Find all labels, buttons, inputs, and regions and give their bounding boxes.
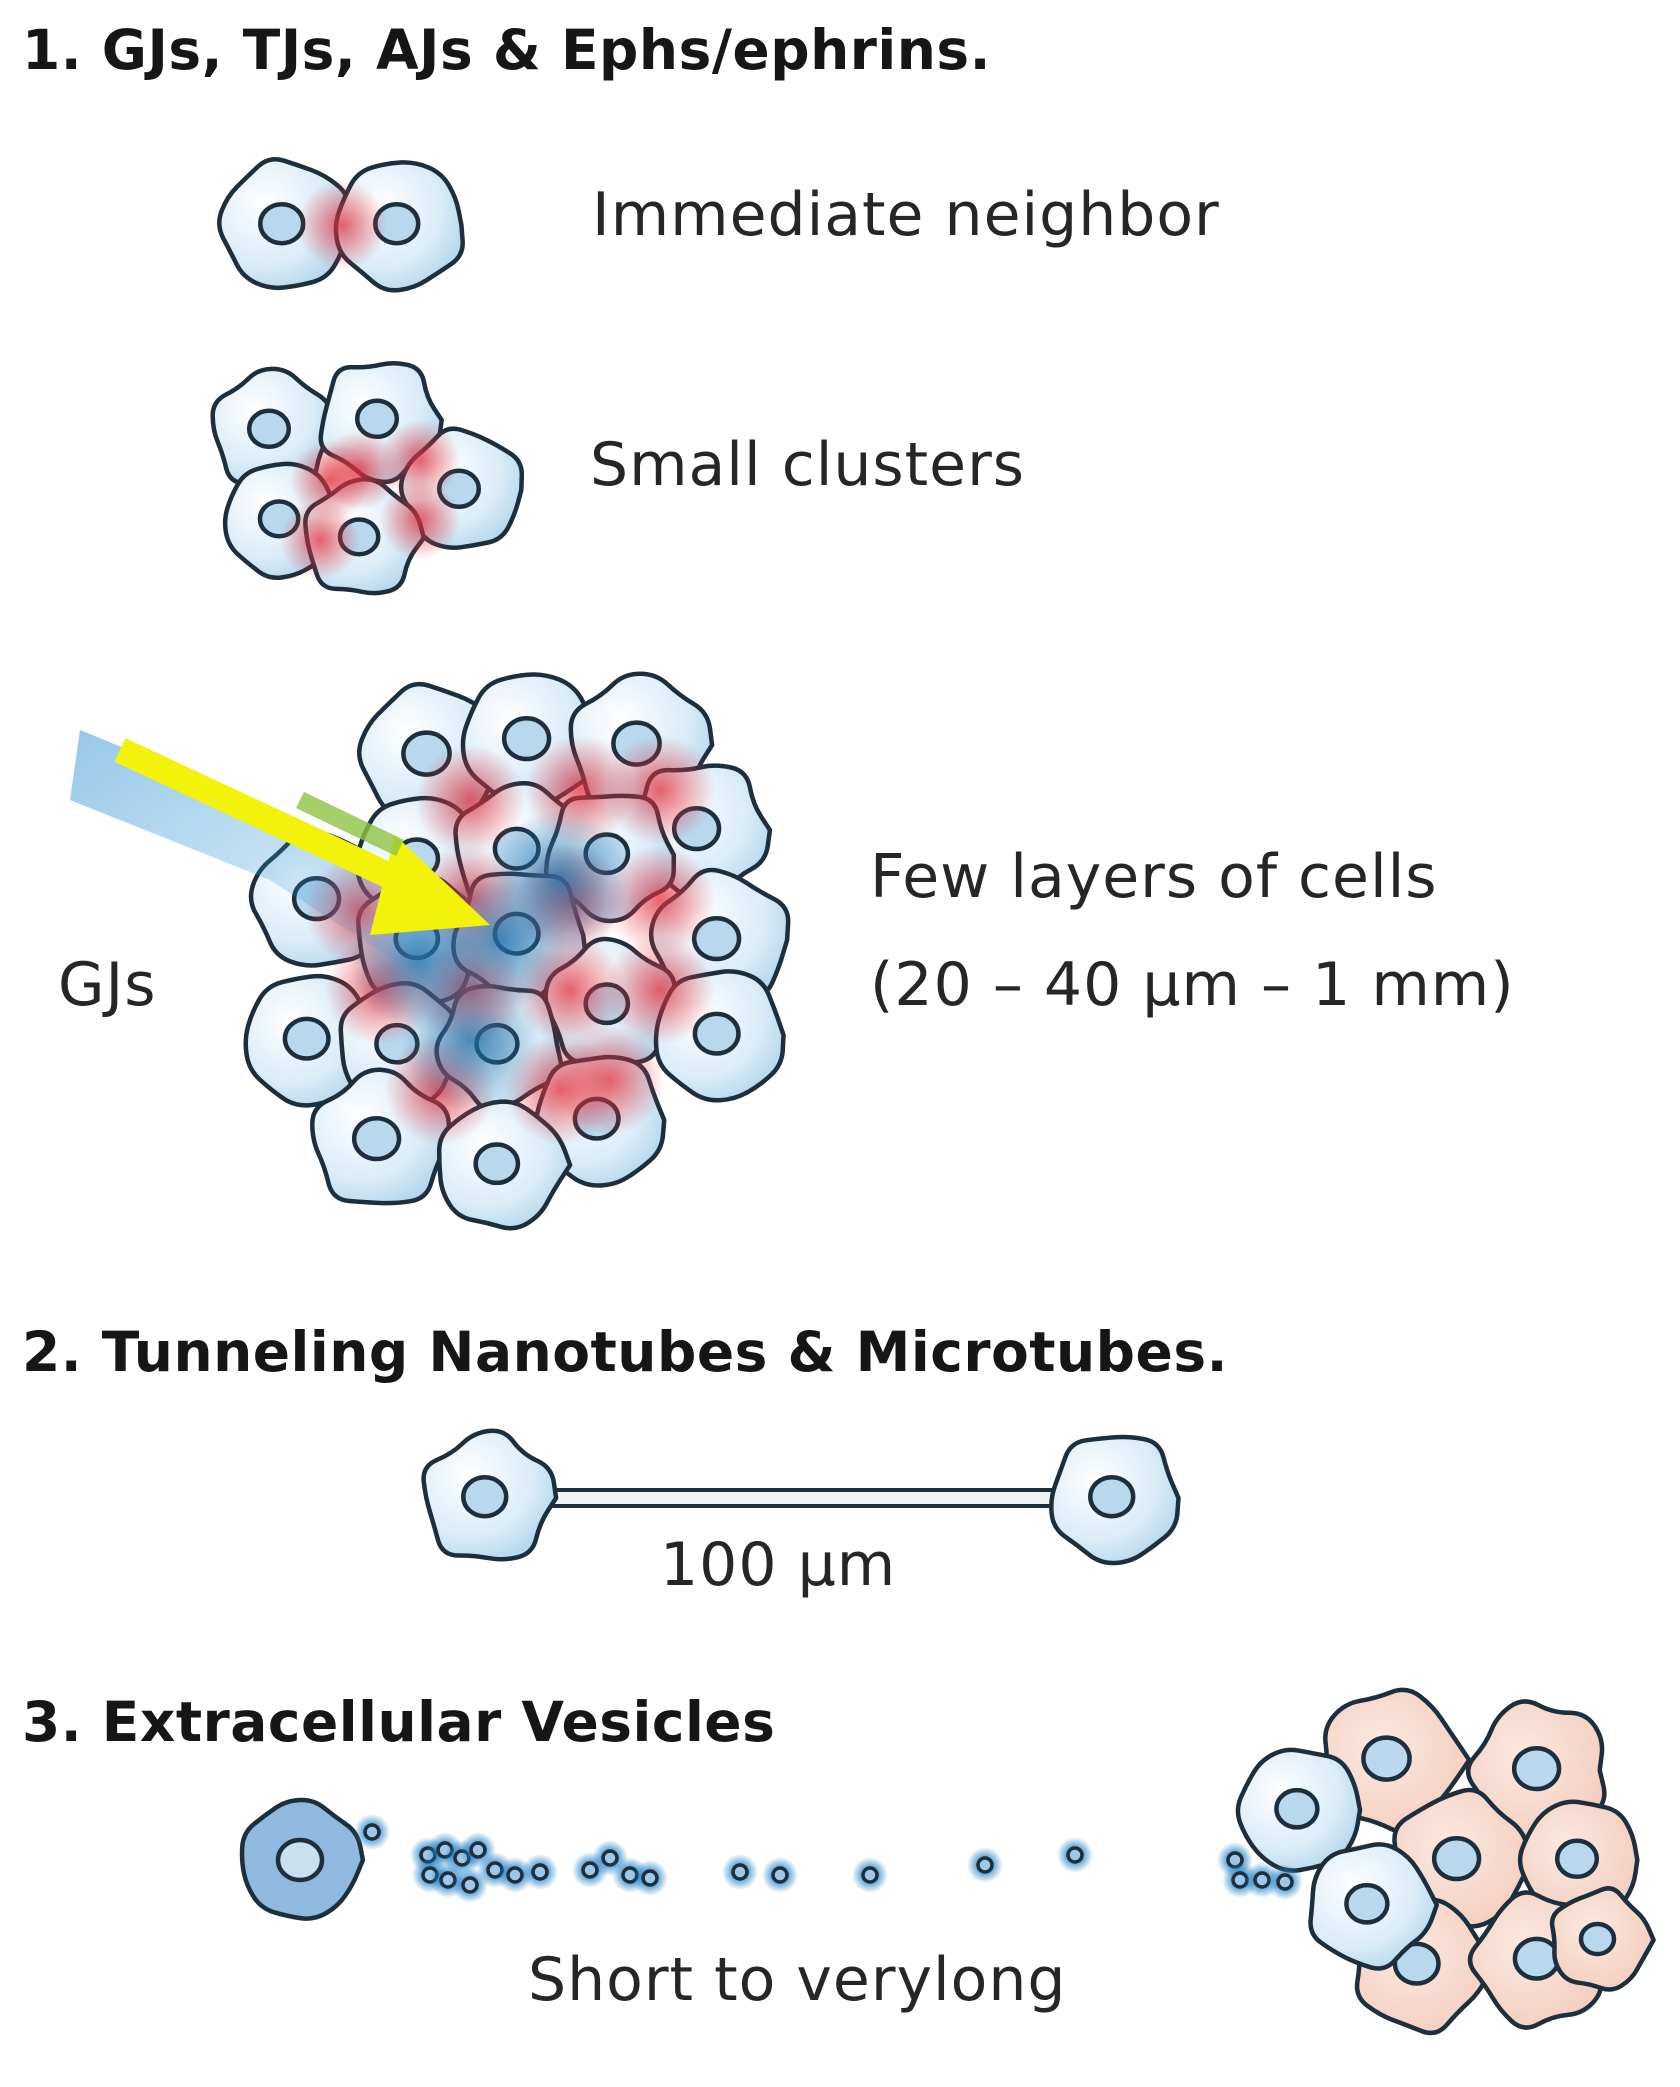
junction-glow — [320, 430, 400, 510]
target-cell — [1049, 1434, 1181, 1566]
nanotube-connection — [421, 1428, 1181, 1566]
vesicle — [762, 1857, 798, 1893]
junction-glow — [380, 420, 460, 500]
donor-cell — [239, 1797, 366, 1921]
cell — [310, 1067, 452, 1206]
arrow-head — [370, 835, 490, 935]
extracellular-vesicles — [239, 1687, 1656, 2036]
small-cluster-cells — [210, 360, 525, 596]
gjs-label: GJs — [58, 950, 157, 1020]
signal-spread-glow — [400, 970, 540, 1110]
vesicle — [1267, 1864, 1303, 1900]
vesicle — [522, 1854, 558, 1890]
arrow-trail — [296, 791, 404, 857]
signal-beam — [70, 730, 470, 990]
junction-glow — [415, 745, 525, 855]
junction-glow — [280, 500, 360, 580]
vesicle — [632, 1860, 668, 1896]
source-cell — [421, 1428, 559, 1562]
gap-junction-glow — [297, 180, 387, 270]
nanotube-length-label: 100 µm — [660, 1530, 897, 1600]
junction-glow — [380, 480, 460, 560]
junction-glow — [555, 1025, 665, 1135]
section-1-heading: 1. GJs, TJs, AJs & Ephs/ephrins. — [22, 18, 991, 82]
vesicle-range-label: Short to verylong — [528, 1945, 1067, 2015]
uptaking-cell — [1308, 1842, 1440, 1971]
vesicle — [354, 1814, 390, 1850]
arrow-shaft — [114, 738, 426, 902]
vesicle — [852, 1857, 888, 1893]
nanotube — [538, 1488, 1072, 1508]
cell-layers-tissue — [243, 671, 791, 1231]
signal-spread-glow — [490, 810, 630, 950]
junction-glow — [605, 735, 715, 845]
section-2-heading: 2. Tunneling Nanotubes & Microtubes. — [22, 1320, 1228, 1384]
vesicle — [967, 1847, 1003, 1883]
vesicle — [722, 1854, 758, 1890]
junction-glow — [605, 935, 715, 1045]
layers-range-label: (20 – 40 µm – 1 mm) — [870, 950, 1515, 1020]
gj-signal-arrow — [70, 730, 490, 990]
section-3-heading: 3. Extracellular Vesicles — [22, 1690, 776, 1754]
immediate-neighbor-cells — [217, 157, 465, 293]
vesicle — [1057, 1837, 1093, 1873]
immediate-neighbor-label: Immediate neighbor — [592, 180, 1220, 250]
few-layers-label: Few layers of cells — [870, 842, 1438, 912]
recipient-cell — [1549, 1886, 1656, 1992]
junction-glow — [605, 845, 715, 955]
small-clusters-label: Small clusters — [590, 430, 1026, 500]
